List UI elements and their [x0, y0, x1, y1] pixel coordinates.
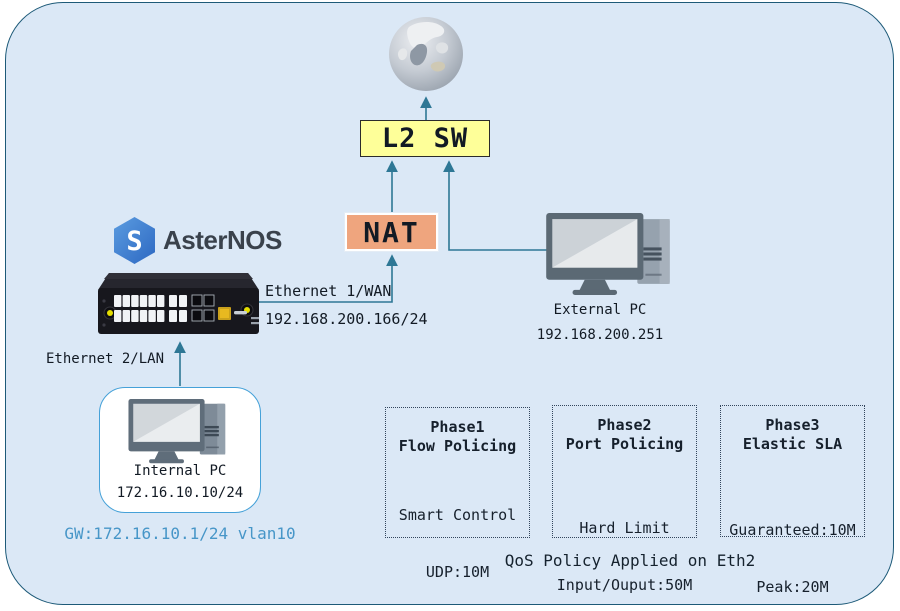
phase3-body: Guaranteed:10M Peak:20M — [729, 521, 856, 596]
internal-pc-name: Internal PC — [133, 463, 227, 479]
phase3-subtitle: Elastic SLA — [742, 435, 843, 453]
wan-ip-label: 192.168.200.166/24 — [265, 310, 428, 328]
lan-interface-label: Ethernet 2/LAN — [46, 351, 165, 367]
phase1-flow-policing-box: Phase1 Flow Policing Smart Control UDP:1… — [385, 407, 530, 581]
l2-switch-label: L2 SW — [381, 123, 469, 154]
phase2-title: Phase2 — [597, 416, 652, 434]
external-pc-ip: 192.168.200.251 — [536, 327, 664, 343]
l2-switch-node: L2 SW — [360, 120, 490, 157]
external-pc-name: External PC — [553, 302, 647, 318]
phase3-title: Phase3 — [765, 416, 820, 434]
switch-device-icon — [98, 273, 259, 334]
arrow-switch-to-nat — [256, 254, 398, 303]
phase3-elastic-sla-box: Phase3 Elastic SLA Guaranteed:10M Peak:2… — [720, 405, 865, 596]
phase1-title: Phase1 — [430, 418, 485, 436]
asternos-brand: S AsterNOS — [113, 216, 282, 265]
internal-pc-icon — [128, 399, 226, 464]
phase1-subtitle: Flow Policing — [398, 437, 517, 455]
internal-pc-ip: 172.16.10.10/24 — [116, 485, 244, 501]
phase2-port-policing-box: Phase2 Port Policing Hard Limit Input/Ou… — [552, 405, 697, 594]
phase1-body: Smart Control UDP:10M TCP:Unlimit — [398, 506, 517, 581]
external-pc-icon — [546, 213, 670, 295]
diagram-caption: QoS Policy Applied on Eth2 — [504, 551, 756, 570]
nat-label: NAT — [363, 215, 420, 249]
svg-text:S: S — [126, 226, 142, 257]
nat-node: NAT — [345, 213, 438, 251]
phase2-body: Hard Limit Input/Ouput:50M — [556, 519, 693, 594]
arrow-externalpc-to-l2sw — [443, 160, 550, 251]
phase2-subtitle: Port Policing — [565, 435, 684, 453]
gateway-note: GW:172.16.10.1/24 vlan10 — [64, 524, 296, 543]
asternos-brand-text: AsterNOS — [163, 225, 282, 255]
hexagon-s-icon: S — [114, 217, 155, 264]
globe-icon — [389, 17, 463, 91]
wan-interface-label: Ethernet 1/WAN — [265, 282, 392, 300]
